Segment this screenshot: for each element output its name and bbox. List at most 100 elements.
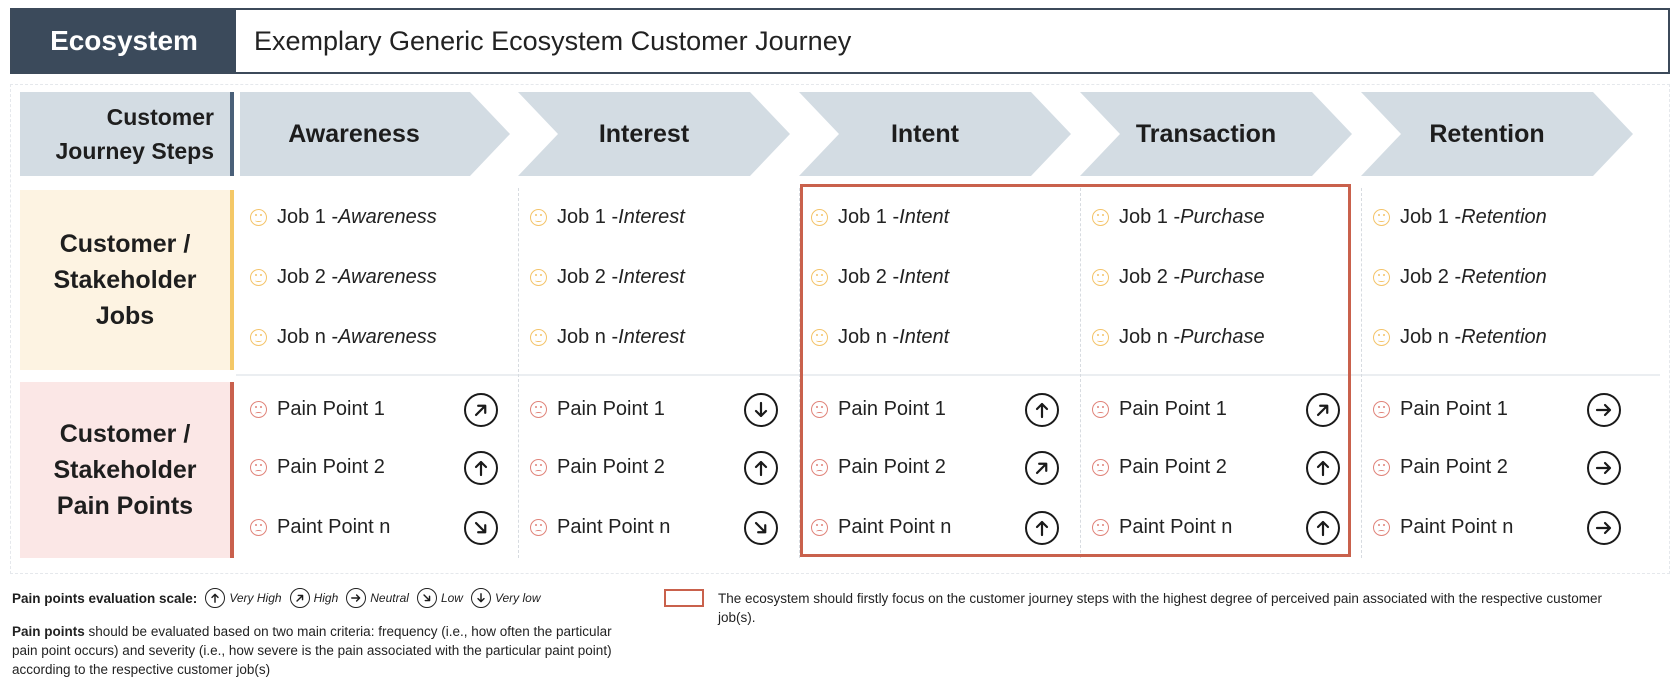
step-label-awareness: Awareness <box>288 119 420 148</box>
job-text: Job 1 - <box>1400 206 1462 228</box>
pain-point-item: Pain Point 2 <box>250 456 385 479</box>
smiley-icon <box>250 269 267 286</box>
job-step: Awareness <box>338 206 437 228</box>
pain-point-item: Pain Point 2 <box>811 456 946 479</box>
job-text: Job n - <box>1400 326 1462 348</box>
legend-item-very-low: Very low <box>470 588 541 608</box>
note-text: should be evaluated based on two main cr… <box>12 624 612 677</box>
job-text: Job n - <box>277 326 339 348</box>
trend-neutral-icon <box>1587 451 1621 485</box>
journey-steps-arrows <box>240 92 1633 176</box>
pain-point-label: Pain Point 1 <box>277 398 385 420</box>
trend-neutral-icon <box>346 588 367 608</box>
pain-point-item: Pain Point 2 <box>1092 456 1227 479</box>
smiley-icon <box>811 269 828 286</box>
trend-very-low-icon <box>470 588 491 608</box>
job-step: Interest <box>618 266 685 288</box>
legend-label: High <box>313 591 339 605</box>
pain-point-label: Pain Point 2 <box>557 456 665 478</box>
job-text: Job n - <box>557 326 619 348</box>
frown-icon <box>250 459 267 476</box>
pain-point-label: Paint Point n <box>1119 516 1233 538</box>
job-item: Job n - Purchase <box>1092 326 1265 349</box>
job-step: Interest <box>618 326 685 348</box>
smiley-icon <box>1373 209 1390 226</box>
journey-frame <box>10 84 1670 574</box>
step-label-interest: Interest <box>598 119 690 148</box>
job-item: Job n - Awareness <box>250 326 437 349</box>
job-item: Job n - Retention <box>1373 326 1547 349</box>
job-item: Job 2 - Awareness <box>250 266 437 289</box>
pain-point-label: Pain Point 1 <box>1119 398 1227 420</box>
smiley-icon <box>811 329 828 346</box>
pain-point-label: Pain Point 2 <box>1400 456 1508 478</box>
job-text: Job 2 - <box>1400 266 1462 288</box>
smiley-icon <box>530 209 547 226</box>
pain-point-item: Pain Point 2 <box>530 456 665 479</box>
step-label-transaction: Transaction <box>1135 119 1277 148</box>
frown-icon <box>250 519 267 536</box>
pain-point-label: Paint Point n <box>277 516 391 538</box>
smiley-icon <box>530 269 547 286</box>
job-item: Job 1 - Purchase <box>1092 206 1265 229</box>
trend-low-icon <box>464 511 498 545</box>
pain-point-item: Pain Point 1 <box>530 398 665 421</box>
job-text: Job 2 - <box>277 266 339 288</box>
job-item: Job 2 - Purchase <box>1092 266 1265 289</box>
focus-swatch <box>664 589 704 607</box>
trend-low-icon <box>416 588 437 608</box>
job-text: Job 1 - <box>277 206 339 228</box>
job-item: Job n - Intent <box>811 326 949 349</box>
job-step: Purchase <box>1180 266 1265 288</box>
frown-icon <box>530 519 547 536</box>
frown-icon <box>811 519 828 536</box>
job-item: Job 1 - Interest <box>530 206 685 229</box>
focus-legend: The ecosystem should firstly focus on th… <box>664 589 1618 627</box>
job-text: Job 2 - <box>1119 266 1181 288</box>
smiley-icon <box>1092 269 1109 286</box>
step-arrow-intent <box>799 92 1071 176</box>
job-step: Retention <box>1461 206 1547 228</box>
pain-point-label: Paint Point n <box>838 516 952 538</box>
job-text: Job 2 - <box>838 266 900 288</box>
column-divider <box>799 188 800 558</box>
step-arrow-awareness <box>240 92 510 176</box>
smiley-icon <box>1092 209 1109 226</box>
trend-neutral-icon <box>1587 511 1621 545</box>
job-step: Intent <box>899 206 950 228</box>
job-step: Intent <box>899 326 950 348</box>
pain-point-item: Pain Point 1 <box>250 398 385 421</box>
trend-very-high-icon <box>1025 393 1059 427</box>
pain-point-item: Paint Point n <box>530 516 670 539</box>
column-divider <box>1361 188 1362 558</box>
job-text: Job 2 - <box>557 266 619 288</box>
pain-point-item: Pain Point 2 <box>1373 456 1508 479</box>
trend-very-high-icon <box>205 588 226 608</box>
job-step: Interest <box>618 206 685 228</box>
trend-low-icon <box>744 511 778 545</box>
frown-icon <box>1373 519 1390 536</box>
pain-point-item: Paint Point n <box>250 516 390 539</box>
pain-point-item: Pain Point 1 <box>1373 398 1508 421</box>
job-item: Job 1 - Retention <box>1373 206 1547 229</box>
note-bold: Pain points <box>12 624 85 639</box>
smiley-icon <box>811 209 828 226</box>
job-step: Retention <box>1461 326 1547 348</box>
step-arrow-retention <box>1361 92 1633 176</box>
frown-icon <box>1092 459 1109 476</box>
legend-item-high: High <box>289 588 339 608</box>
pain-point-item: Paint Point n <box>811 516 951 539</box>
job-item: Job 1 - Awareness <box>250 206 437 229</box>
legend-label: Neutral <box>370 591 409 605</box>
pain-point-label: Pain Point 2 <box>277 456 385 478</box>
pain-point-label: Paint Point n <box>557 516 671 538</box>
smiley-icon <box>250 329 267 346</box>
pain-point-label: Paint Point n <box>1400 516 1514 538</box>
frown-icon <box>811 459 828 476</box>
trend-very-high-icon <box>744 451 778 485</box>
job-step: Intent <box>899 266 950 288</box>
legend-label: Low <box>440 591 463 605</box>
